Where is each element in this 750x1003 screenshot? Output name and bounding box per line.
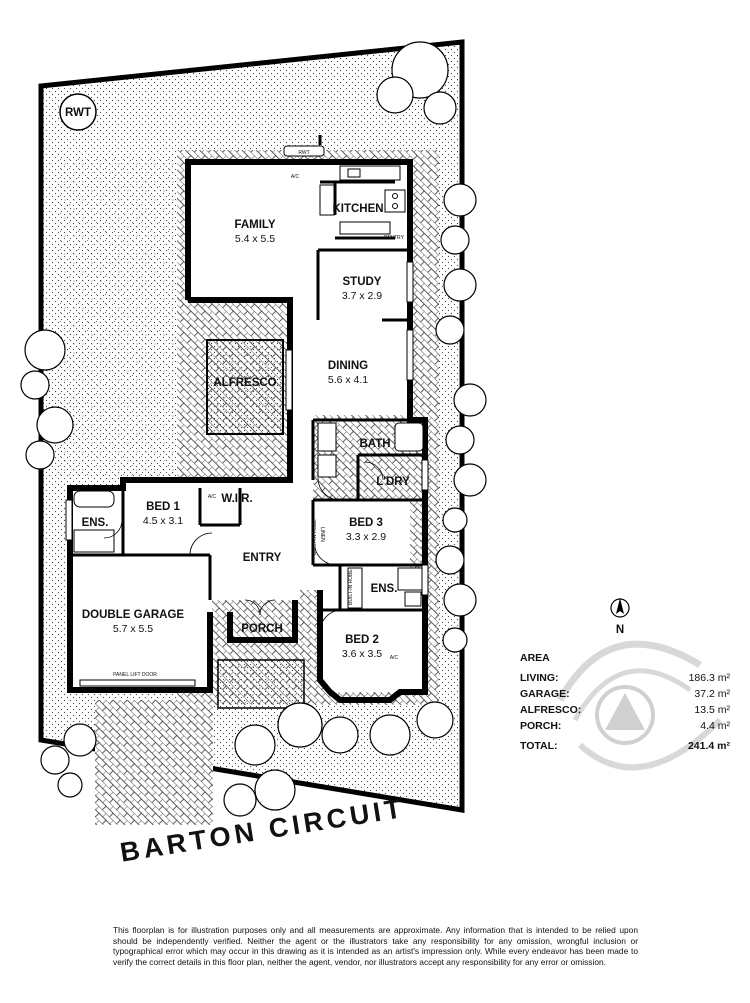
external-walls — [185, 159, 428, 703]
area-total-value: 241.4 m² — [687, 740, 730, 752]
garage-dim: 5.7 x 5.5 — [113, 623, 153, 635]
windows — [65, 145, 429, 687]
ac-label-family: A/C — [291, 174, 300, 180]
rwt-small-label: RWT — [298, 150, 309, 156]
bed3-dim: 3.3 x 2.9 — [346, 531, 386, 543]
fixture-labels: A/C A/C A/C LINEN BUILT-IN ROBE BUILT-IN… — [113, 174, 398, 678]
family-label: FAMILY — [234, 219, 275, 231]
bath-label: BATH — [359, 438, 390, 450]
area-row-value: 186.3 m² — [688, 672, 730, 684]
alfresco-area — [206, 339, 284, 435]
porch-label: PORCH — [241, 623, 283, 635]
door-swings — [103, 461, 384, 633]
room-labels: FAMILY 5.4 x 5.5 KITCHEN PANTRY STUDY 3.… — [82, 203, 411, 660]
trees — [20, 41, 487, 817]
area-row-label: LIVING: — [520, 672, 559, 684]
bathroom-fixtures — [73, 422, 424, 609]
dining-label: DINING — [328, 360, 368, 372]
kitchen-fixtures — [319, 165, 406, 235]
area-row-living: LIVING: 186.3 m² — [520, 670, 730, 686]
area-title: AREA — [520, 652, 550, 664]
bed1-dim: 4.5 x 3.1 — [143, 515, 183, 527]
area-row-value: 4.4 m² — [700, 720, 730, 732]
pantry-label: PANTRY — [384, 235, 404, 241]
entry-label: ENTRY — [243, 552, 282, 564]
lawn-area — [60, 157, 177, 475]
family-dim: 5.4 x 5.5 — [235, 233, 275, 245]
bed1-label: BED 1 — [146, 501, 180, 513]
ac-label-bed2: A/C — [390, 655, 399, 661]
north-arrow: N — [610, 598, 630, 636]
linen-label: LINEN — [319, 527, 325, 542]
area-row-total: TOTAL: 241.4 m² — [520, 738, 730, 754]
area-row-label: ALFRESCO: — [520, 704, 582, 716]
area-row-alfresco: ALFRESCO: 13.5 m² — [520, 702, 730, 718]
area-row-porch: PORCH: 4.4 m² — [520, 718, 730, 734]
front-garden-bed — [217, 659, 305, 709]
robe-label-bed3: BUILT-IN ROBE — [312, 519, 318, 555]
rainwater-tank — [59, 93, 97, 131]
rwt-label: RWT — [65, 107, 91, 119]
ens1-label: ENS. — [82, 517, 109, 529]
area-summary: AREA LIVING: 186.3 m² GARAGE: 37.2 m² AL… — [520, 652, 730, 754]
ac-label-bed1: A/C — [208, 494, 217, 500]
area-row-label: PORCH: — [520, 720, 562, 732]
alfresco-label: ALFRESCO — [213, 377, 276, 389]
wir-label: W.I.R. — [221, 493, 252, 505]
area-row-label: GARAGE: — [520, 688, 570, 700]
ens2-label: ENS. — [371, 583, 398, 595]
panel-lift-door-label: PANEL LIFT DOOR — [113, 672, 157, 678]
laundry-label: L'DRY — [376, 476, 410, 488]
north-label: N — [616, 624, 624, 636]
garage-label: DOUBLE GARAGE — [82, 609, 185, 621]
disclaimer-text: This floorplan is for illustration purpo… — [113, 925, 638, 967]
bed2-label: BED 2 — [345, 634, 379, 646]
area-row-value: 37.2 m² — [694, 688, 730, 700]
driveway — [95, 700, 213, 825]
internal-walls — [70, 135, 425, 612]
robe-label-bed2: BUILT-IN ROBE — [348, 569, 354, 605]
dining-dim: 5.6 x 4.1 — [328, 374, 368, 386]
area-total-label: TOTAL: — [520, 740, 558, 752]
bed3-label: BED 3 — [349, 517, 383, 529]
porch-walls — [227, 600, 298, 643]
area-row-garage: GARAGE: 37.2 m² — [520, 686, 730, 702]
logo-watermark — [556, 640, 723, 771]
kitchen-label: KITCHEN — [332, 203, 383, 215]
study-label: STUDY — [343, 276, 382, 288]
area-row-value: 13.5 m² — [694, 704, 730, 716]
bed2-dim: 3.6 x 3.5 — [342, 648, 382, 660]
study-dim: 3.7 x 2.9 — [342, 290, 382, 302]
